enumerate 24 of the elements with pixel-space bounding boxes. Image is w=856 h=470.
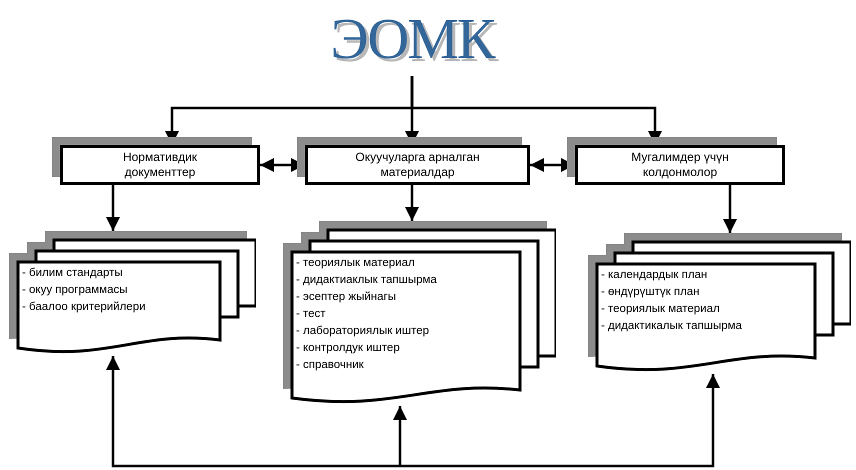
arrow bbox=[106, 185, 120, 231]
list-item: - окуу программасы bbox=[22, 283, 129, 297]
list-item: - теориялык материал bbox=[296, 256, 416, 270]
box-label: Окуучуларга арналган материалдар bbox=[354, 150, 481, 180]
arrow bbox=[405, 185, 419, 221]
list-item: - тест bbox=[296, 307, 327, 321]
box-label: Нормативдик документтер bbox=[122, 150, 198, 180]
arrow bbox=[400, 374, 720, 468]
list-item: - баалоо критерийлери bbox=[22, 300, 147, 314]
list-item: - календардык план bbox=[601, 268, 708, 282]
list-item: - билим стандарты bbox=[22, 266, 124, 280]
box-label: Мугалимдер үчүн колдонмолор bbox=[630, 150, 730, 180]
arrow bbox=[393, 406, 407, 468]
list-item: - теориялык материал bbox=[601, 302, 721, 316]
list-item: - дидактикалык тапшырма bbox=[601, 319, 743, 333]
list-item: - эсептер жыйнагы bbox=[296, 290, 397, 304]
arrow bbox=[106, 356, 400, 468]
list-item: - справочник bbox=[296, 358, 365, 372]
title-text: ЭОМК bbox=[330, 6, 494, 72]
list-item: - контролдук иштер bbox=[296, 341, 401, 355]
list-item: - дидактиаклык тапшырма bbox=[296, 273, 438, 287]
arrow bbox=[723, 185, 737, 233]
list-item: - өндүрүштүк план bbox=[601, 285, 701, 299]
list-item: - лабораториялык иштер bbox=[296, 324, 430, 338]
